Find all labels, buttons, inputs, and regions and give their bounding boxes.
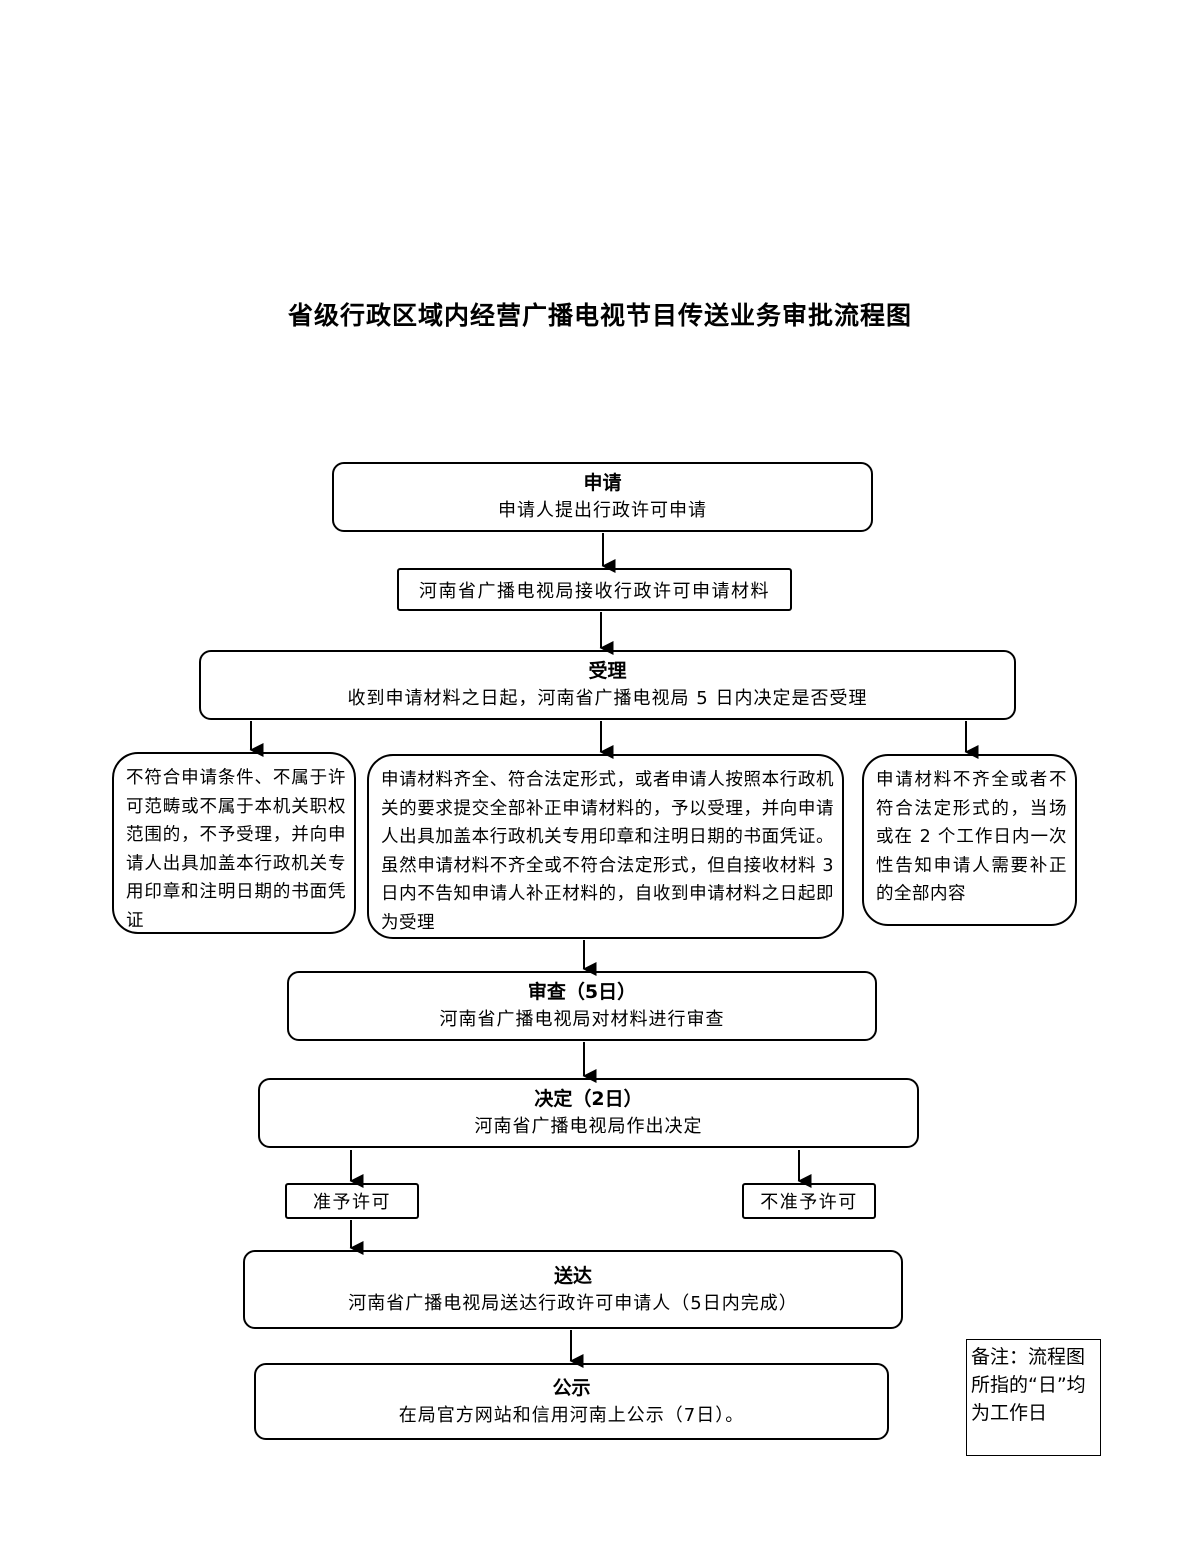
branch-reject: 不符合申请条件、不属于许可范畴或不属于本机关职权范围的，不予受理，并向申请人出具… [112,752,356,934]
step-review-heading: 审查（5日） [527,981,637,1003]
step-decide-heading: 决定（2日） [534,1088,643,1110]
branch-accept: 申请材料齐全、符合法定形式，或者申请人按照本行政机关的要求提交全部补正申请材料的… [367,754,844,939]
step-review: 审查（5日） 河南省广播电视局对材料进行审查 [287,971,877,1041]
branch-accept-desc: 申请材料齐全、符合法定形式，或者申请人按照本行政机关的要求提交全部补正申请材料的… [381,770,834,933]
branch-supplement: 申请材料不齐全或者不符合法定形式的，当场或在 2 个工作日内一次性告知申请人需要… [862,754,1077,926]
step-deny: 不准予许可 [742,1183,876,1219]
step-publish-desc: 在局官方网站和信用河南上公示（7日）。 [398,1404,745,1426]
step-review-desc: 河南省广播电视局对材料进行审查 [439,1009,725,1030]
step-decide-desc: 河南省广播电视局作出决定 [474,1116,703,1137]
step-publish-heading: 公示 [552,1376,591,1399]
step-accept: 受理 收到申请材料之日起，河南省广播电视局 5 日内决定是否受理 [199,650,1016,720]
step-deny-desc: 不准予许可 [760,1192,858,1213]
step-deliver-desc: 河南省广播电视局送达行政许可申请人（5日内完成） [348,1292,798,1314]
step-receive-desc: 河南省广播电视局接收行政许可申请材料 [419,580,770,602]
step-deliver: 送达 河南省广播电视局送达行政许可申请人（5日内完成） [243,1250,903,1329]
step-deliver-heading: 送达 [553,1264,592,1287]
step-decide: 决定（2日） 河南省广播电视局作出决定 [258,1078,919,1148]
note-box: 备注：流程图所指的“日”均为工作日 [966,1339,1101,1456]
page-title: 省级行政区域内经营广播电视节目传送业务审批流程图 [287,301,912,330]
step-receive: 河南省广播电视局接收行政许可申请材料 [397,568,792,611]
branch-reject-desc: 不符合申请条件、不属于许可范畴或不属于本机关职权范围的，不予受理，并向申请人出具… [126,768,346,931]
step-apply-desc: 申请人提出行政许可申请 [498,500,707,521]
step-apply: 申请 申请人提出行政许可申请 [332,462,873,532]
step-apply-heading: 申请 [583,472,622,494]
step-accept-desc: 收到申请材料之日起，河南省广播电视局 5 日内决定是否受理 [347,688,868,709]
branch-supplement-desc: 申请材料不齐全或者不符合法定形式的，当场或在 2 个工作日内一次性告知申请人需要… [876,770,1067,904]
step-accept-heading: 受理 [588,660,627,682]
step-approve-desc: 准予许可 [313,1192,391,1213]
step-publish: 公示 在局官方网站和信用河南上公示（7日）。 [254,1363,889,1440]
